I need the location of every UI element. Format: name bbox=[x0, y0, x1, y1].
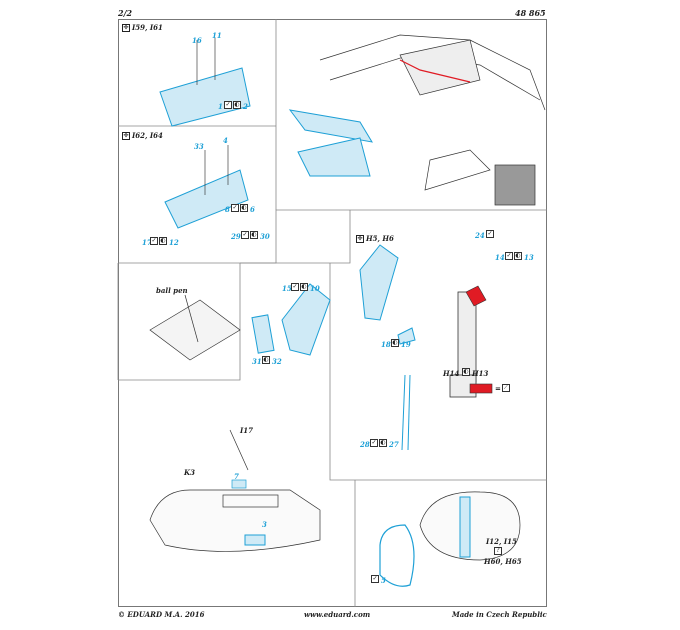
part-15 bbox=[251, 283, 331, 356]
panel-tag-i59: ✢I59, I61 bbox=[122, 23, 163, 32]
check-icon: ✓ bbox=[505, 252, 513, 260]
brush-icon: ⟋ bbox=[502, 384, 510, 392]
part-h5 bbox=[359, 244, 416, 451]
part-i62 bbox=[164, 169, 249, 229]
half-circle-icon: ◐ bbox=[300, 283, 308, 291]
part-number: 13 bbox=[524, 253, 534, 262]
part-label-i17: I17 bbox=[240, 426, 254, 435]
part-number: 18 bbox=[381, 340, 391, 349]
equals-sign: = bbox=[495, 384, 501, 393]
half-circle-icon: ◐ bbox=[159, 237, 167, 245]
check-icon: ✓ bbox=[224, 101, 232, 109]
part-label-k3: K3 bbox=[184, 468, 195, 477]
half-circle-icon: ◐ bbox=[379, 439, 387, 447]
part-i59 bbox=[159, 67, 251, 127]
part-number: 8 bbox=[225, 205, 230, 214]
half-circle-icon: ◐ bbox=[514, 252, 522, 260]
check-icon: ✓ bbox=[150, 237, 158, 245]
half-circle-icon: ◐ bbox=[462, 368, 470, 376]
half-circle-icon: ◐ bbox=[391, 339, 399, 347]
part-number: 27 bbox=[389, 440, 399, 449]
part-seat-top bbox=[288, 109, 373, 177]
part-number: 29 bbox=[231, 232, 241, 241]
wing-view bbox=[149, 489, 321, 552]
part-number: 17 bbox=[142, 238, 152, 247]
part-number: 14 bbox=[495, 253, 505, 262]
part-number: 19 bbox=[401, 340, 411, 349]
check-icon: ✓ bbox=[486, 230, 494, 238]
check-icon: ✓ bbox=[371, 575, 379, 583]
sheet-code: 48 865 bbox=[515, 8, 546, 18]
part-number: 4 bbox=[223, 136, 228, 145]
paint-swatch-red bbox=[469, 383, 493, 394]
check-icon: ✓ bbox=[291, 283, 299, 291]
part-number: 16 bbox=[192, 36, 202, 45]
copyright: © EDUARD M.A. 2016 bbox=[118, 610, 205, 619]
part-number: 7 bbox=[234, 472, 239, 481]
half-circle-icon: ◐ bbox=[233, 101, 241, 109]
page-number: 2/2 bbox=[118, 8, 133, 18]
panel-tag-h5: ✢H5, H6 bbox=[356, 234, 394, 243]
part-label-h60: H60, H65 bbox=[484, 557, 522, 566]
half-circle-icon: ◐ bbox=[250, 231, 258, 239]
part-label-i12: I12, I15 bbox=[486, 537, 517, 546]
part-number: 24 bbox=[475, 231, 485, 240]
part-number: 31 bbox=[252, 357, 262, 366]
check-icon: ✓ bbox=[241, 231, 249, 239]
part-5 bbox=[379, 524, 415, 587]
sheet-frame bbox=[118, 19, 547, 607]
part-number: 1 bbox=[218, 102, 223, 111]
part-number: 33 bbox=[194, 142, 204, 151]
part-number: 5 bbox=[381, 576, 386, 585]
paint-label-h13: H13 bbox=[472, 369, 489, 378]
part-number: 15 bbox=[282, 284, 292, 293]
check-icon: ✓ bbox=[370, 439, 378, 447]
half-circle-icon: ◐ bbox=[262, 356, 270, 364]
panel-tag-i62: ✢I62, I64 bbox=[122, 131, 163, 140]
part-number: 28 bbox=[360, 440, 370, 449]
paint-label-h14: H14 bbox=[443, 369, 460, 378]
question-icon: ? bbox=[494, 547, 502, 555]
origin: Made in Czech Republic bbox=[452, 610, 547, 619]
part-number: 2 bbox=[243, 102, 248, 111]
part-number: 32 bbox=[272, 357, 282, 366]
part-number: 10 bbox=[310, 284, 320, 293]
website: www.eduard.com bbox=[304, 610, 371, 619]
cross-icon: ✢ bbox=[356, 234, 364, 243]
part-number: 12 bbox=[169, 238, 179, 247]
part-number: 30 bbox=[260, 232, 270, 241]
part-number: 11 bbox=[212, 31, 222, 40]
part-number: 3 bbox=[262, 520, 267, 529]
half-circle-icon: ◐ bbox=[240, 204, 248, 212]
pen-label: ball pen bbox=[156, 286, 188, 295]
cross-icon: ✢ bbox=[122, 23, 130, 32]
part-number: 6 bbox=[250, 205, 255, 214]
check-icon: ✓ bbox=[231, 204, 239, 212]
gear-leg bbox=[449, 291, 477, 398]
cross-icon: ✢ bbox=[122, 131, 130, 140]
